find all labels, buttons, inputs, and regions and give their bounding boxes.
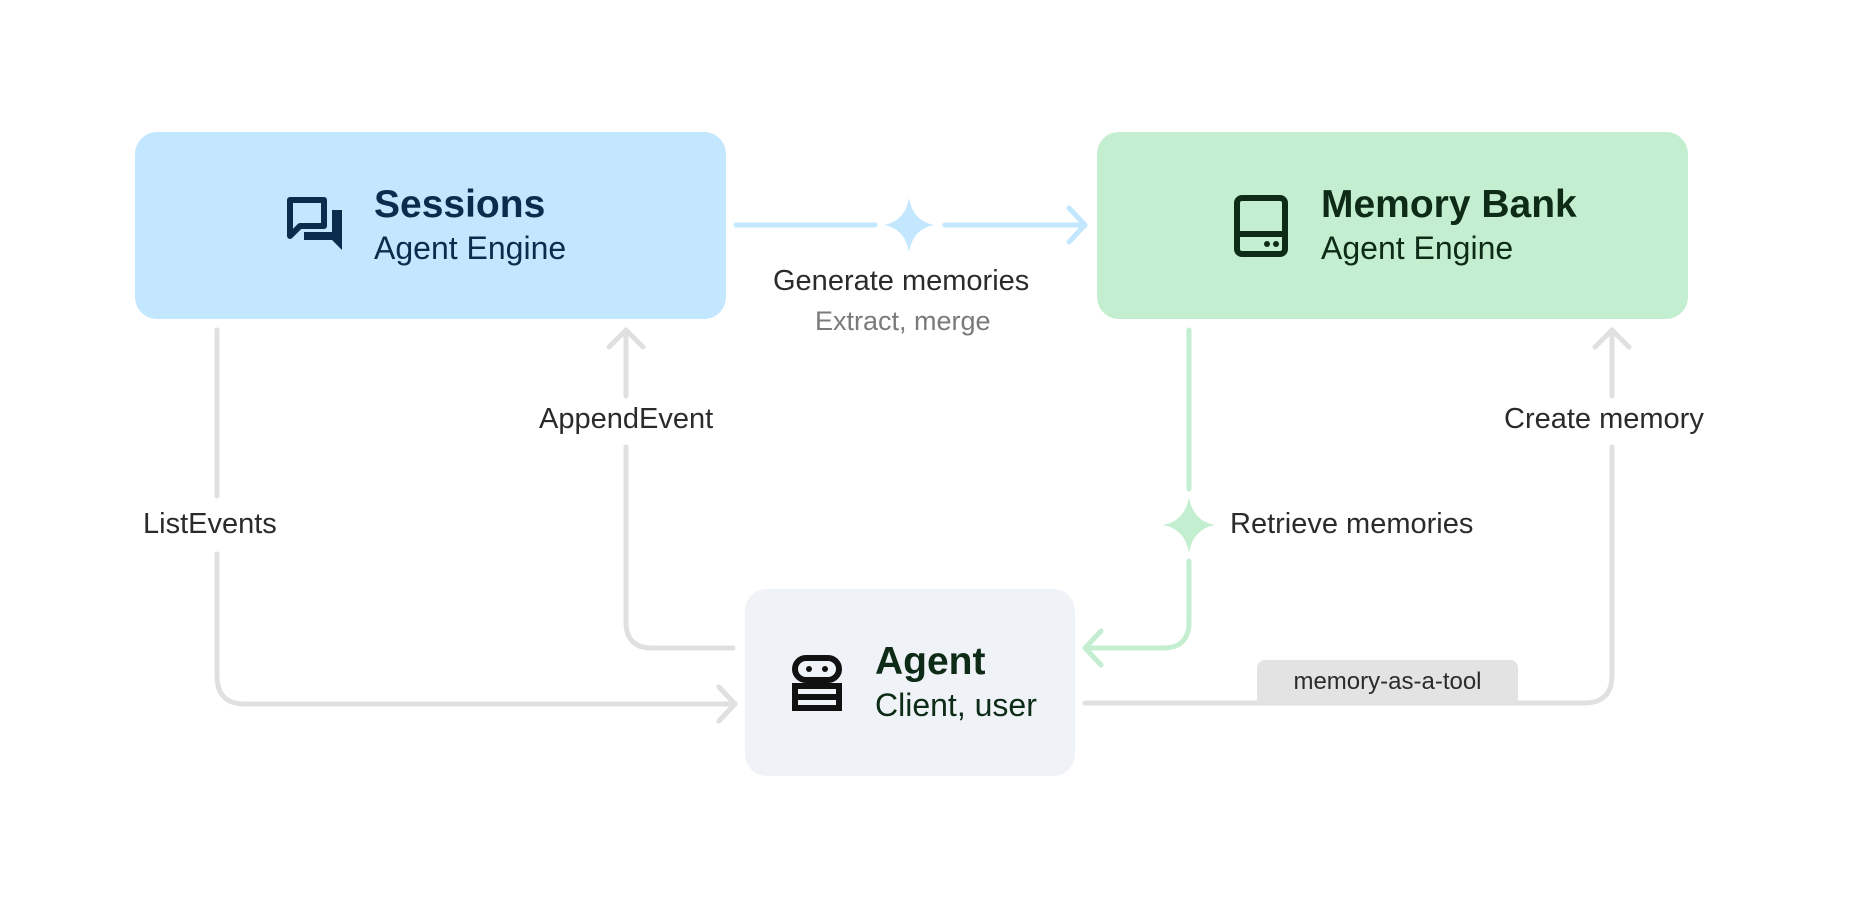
retrieve-memories-label: Retrieve memories bbox=[1230, 508, 1474, 540]
sessions-node[interactable]: Sessions Agent Engine bbox=[135, 132, 726, 319]
retrieve-memories-arrowhead bbox=[1082, 628, 1104, 668]
sessions-title: Sessions bbox=[374, 183, 546, 227]
append-event-label: AppendEvent bbox=[539, 403, 714, 435]
memory-bank-title: Memory Bank bbox=[1321, 183, 1577, 227]
create-memory-label: Create memory bbox=[1504, 403, 1704, 435]
create-memory-arrowhead bbox=[1592, 327, 1632, 350]
memory-as-a-tool-tag: memory-as-a-tool bbox=[1257, 660, 1518, 704]
list-events-label: ListEvents bbox=[143, 508, 277, 540]
memory-bank-subtitle: Agent Engine bbox=[1321, 229, 1514, 266]
memory-bank-node[interactable]: Memory Bank Agent Engine bbox=[1097, 132, 1688, 319]
list-events-arrowhead bbox=[716, 684, 738, 724]
agent-title: Agent bbox=[875, 640, 986, 684]
generate-memories-label: Generate memories bbox=[773, 265, 1030, 297]
create-memory-line-bottom bbox=[1082, 444, 1615, 706]
append-event-line-bottom bbox=[623, 444, 736, 651]
sparkle-icon bbox=[884, 198, 934, 252]
generate-memories-sublabel: Extract, merge bbox=[815, 306, 991, 336]
agent-subtitle: Client, user bbox=[875, 686, 1037, 723]
agent-node[interactable]: Agent Client, user bbox=[745, 589, 1075, 776]
robot-icon bbox=[781, 647, 853, 719]
sessions-subtitle: Agent Engine bbox=[374, 229, 567, 266]
list-events-line-bottom bbox=[214, 551, 738, 707]
storage-drive-icon bbox=[1225, 190, 1297, 262]
append-event-arrowhead bbox=[606, 327, 646, 350]
chat-bubbles-icon bbox=[280, 190, 352, 262]
generate-memories-arrowhead bbox=[1066, 205, 1088, 245]
retrieve-memories-line-bottom bbox=[1082, 558, 1192, 651]
sparkle-icon bbox=[1163, 497, 1215, 553]
